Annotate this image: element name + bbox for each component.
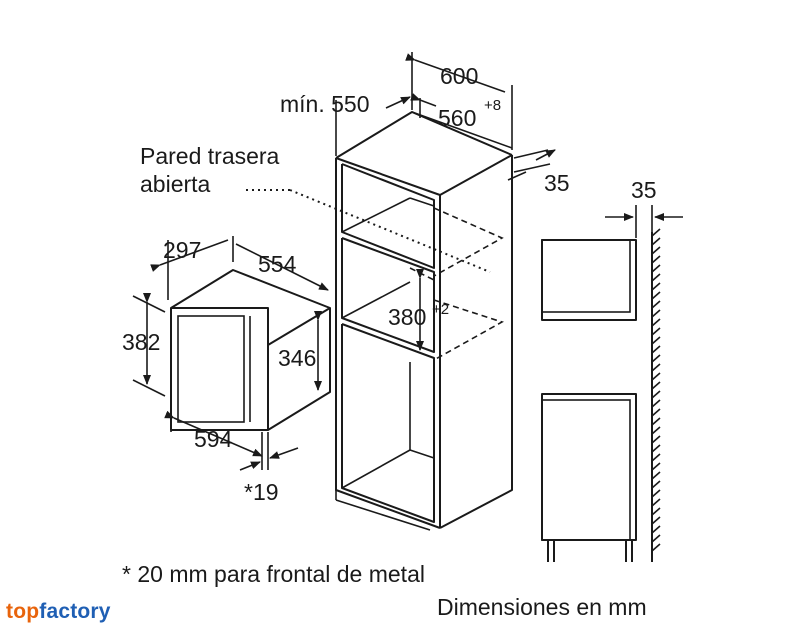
wall-hatch-line	[651, 264, 661, 273]
wall-hatch-line	[651, 525, 661, 534]
label-height-382: 382	[122, 329, 160, 355]
wall-hatch-line	[651, 399, 661, 408]
wall-hatch-line	[651, 336, 661, 345]
wall-hatch-line	[651, 489, 661, 498]
wall-hatch-line	[651, 426, 661, 435]
wall-hatch-line	[651, 543, 661, 552]
wall-hatch-line	[651, 507, 661, 516]
label-width-560-tolerance: +8	[484, 97, 501, 114]
wall-hatch-line	[651, 345, 661, 354]
wall-hatch-line	[651, 318, 661, 327]
wall-hatch-line	[651, 228, 661, 237]
wall-hatch-line	[651, 417, 661, 426]
wall-hatch-line	[651, 453, 661, 462]
label-side-35: 35	[631, 177, 657, 203]
wall-hatch-line	[651, 471, 661, 480]
wall-hatch-line	[651, 516, 661, 525]
label-height-346: 346	[278, 345, 316, 371]
cabinet-drawing	[246, 111, 513, 531]
footnote-text: * 20 mm para frontal de metal	[122, 561, 425, 587]
wall-hatch-line	[651, 237, 661, 246]
label-width-594: 594	[194, 426, 233, 452]
brand-part-factory: factory	[39, 600, 111, 623]
wall-hatch-line	[651, 381, 661, 390]
wall-hatch-line	[651, 480, 661, 489]
wall-hatch-line	[651, 327, 661, 336]
wall-hatch-line	[651, 354, 661, 363]
wall-hatch-line	[651, 363, 661, 372]
wall-hatch-line	[651, 372, 661, 381]
wall-hatch-line	[651, 300, 661, 309]
wall-hatch-line	[651, 498, 661, 507]
label-depth-35-top: 35	[544, 170, 570, 196]
label-rear-wall-line2: abierta	[140, 171, 211, 197]
label-height-380: 380	[388, 304, 426, 330]
side-section-drawing	[541, 205, 683, 562]
label-width-560: 560	[438, 105, 476, 131]
label-min-550: mín. 550	[280, 91, 370, 117]
wall-hatch-line	[651, 282, 661, 291]
wall-hatch-line	[651, 462, 661, 471]
wall-hatch-line	[651, 291, 661, 300]
label-height-380-tolerance: +2	[432, 301, 449, 318]
cabinet-dimensions	[335, 52, 556, 351]
label-width-600: 600	[440, 63, 478, 89]
brand-logo: topfactory	[6, 600, 111, 624]
label-width-554: 554	[258, 251, 297, 277]
wall-hatch-line	[651, 435, 661, 444]
microwave-dimensions	[132, 236, 329, 471]
label-front-19: *19	[244, 479, 279, 505]
brand-part-top: top	[6, 600, 40, 623]
wall-hatch-line	[651, 309, 661, 318]
units-note: Dimensiones en mm	[437, 594, 647, 620]
wall-hatch-line	[651, 255, 661, 264]
wall-hatch-line	[651, 273, 661, 282]
wall-hatch-line	[651, 444, 661, 453]
dimension-labels: 600 mín. 550 560 +8 35 Pared trasera abi…	[122, 63, 657, 620]
wall-hatch-line	[651, 534, 661, 543]
wall-hatch-line	[651, 408, 661, 417]
label-depth-297: 297	[163, 237, 201, 263]
label-rear-wall-line1: Pared trasera	[140, 143, 280, 169]
wall-hatch-line	[651, 246, 661, 255]
wall-hatch-line	[651, 390, 661, 399]
